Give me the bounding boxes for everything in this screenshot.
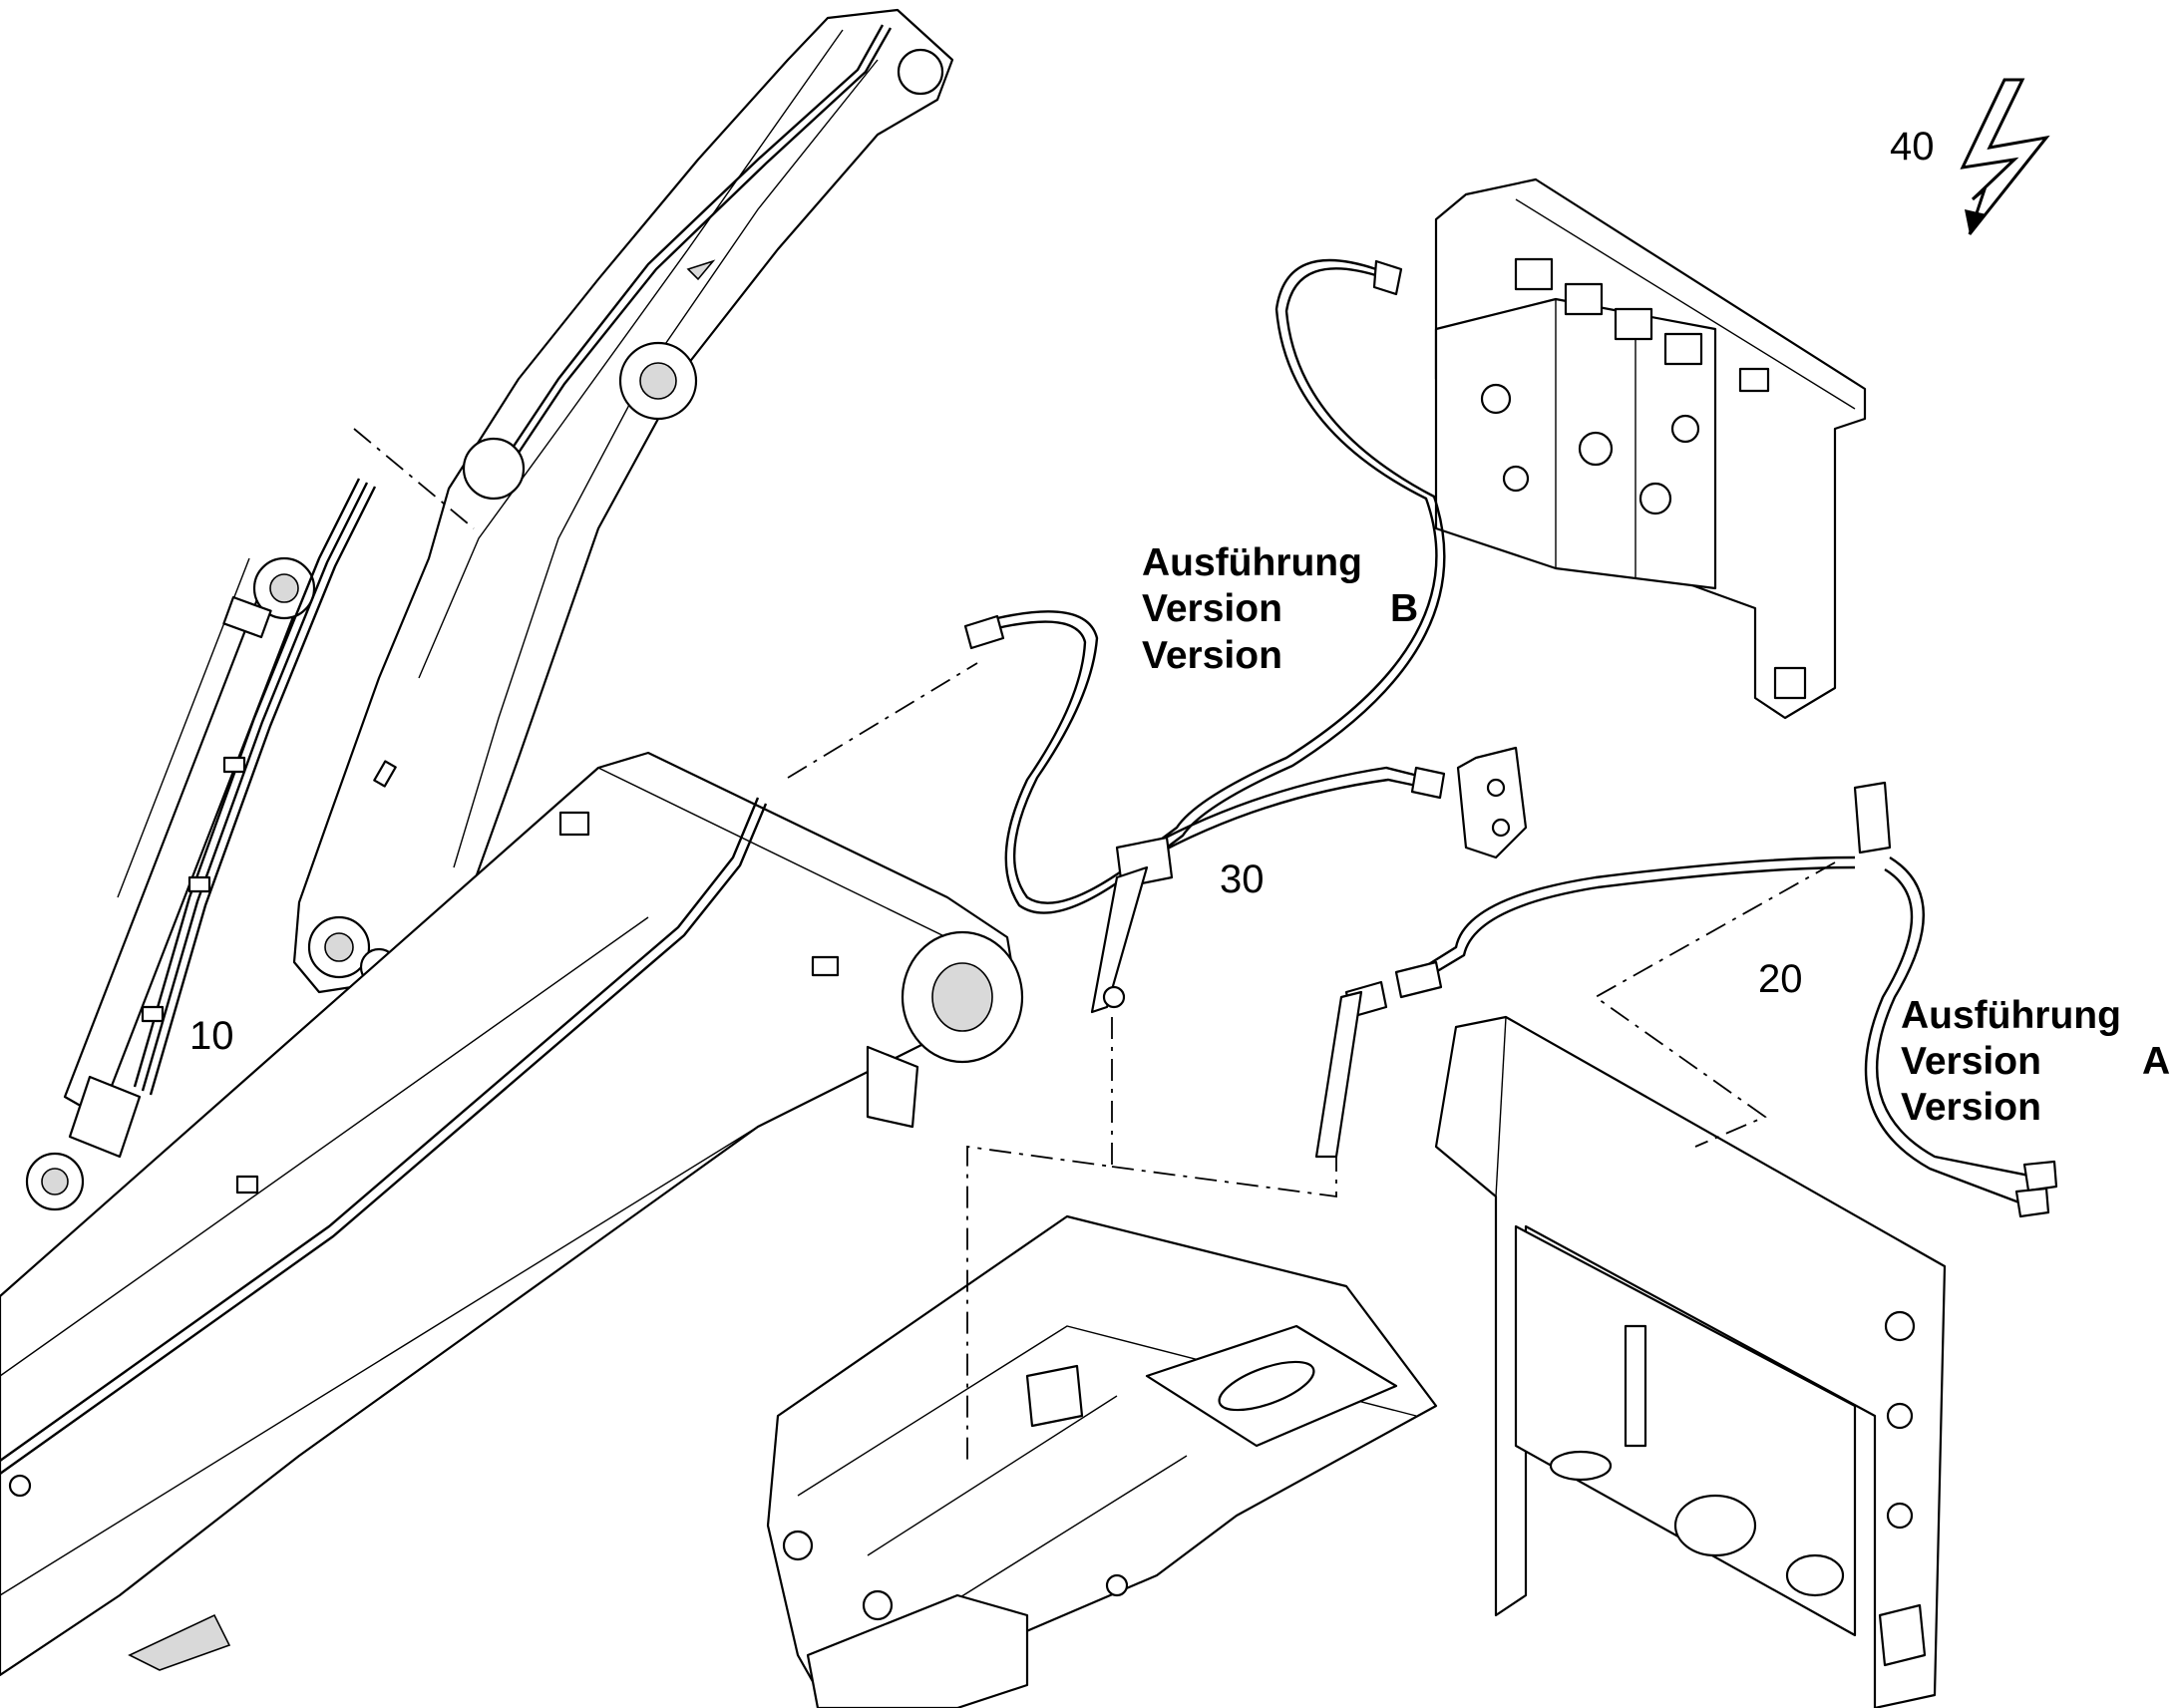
hydraulic-cylinder <box>25 478 377 1211</box>
leader-lines <box>353 428 1836 1466</box>
version-b-label: Ausführung Version B Version <box>1142 541 1418 677</box>
version-a-line3: Version <box>1901 1086 2041 1129</box>
cab-frame <box>1434 1015 1947 1708</box>
version-b-line2: Version <box>1142 587 1282 630</box>
version-b-letter: B <box>1390 587 1418 630</box>
manifold-block <box>1456 746 1528 859</box>
lightning-bolt-icon <box>1960 78 2050 235</box>
version-b-line3: Version <box>1142 634 1282 677</box>
hose-assembly-version-b <box>963 258 1446 1014</box>
version-a-letter: A <box>2142 1040 2170 1083</box>
version-b-line1: Ausführung <box>1142 541 1362 584</box>
version-a-label: Ausführung Version A Version <box>1901 994 2170 1129</box>
control-valve-block <box>1434 177 1867 720</box>
callout-10: 10 <box>189 1014 234 1058</box>
callout-30: 30 <box>1220 857 1265 901</box>
stick <box>0 751 1024 1677</box>
version-a-line1: Ausführung <box>1901 994 2121 1037</box>
callout-20: 20 <box>1758 957 1803 1001</box>
version-a-line2: Version <box>1901 1040 2041 1083</box>
callout-40: 40 <box>1890 125 1935 169</box>
upper-carriage-frame <box>766 1214 1438 1708</box>
hose-assembly-version-a <box>1314 781 2058 1218</box>
